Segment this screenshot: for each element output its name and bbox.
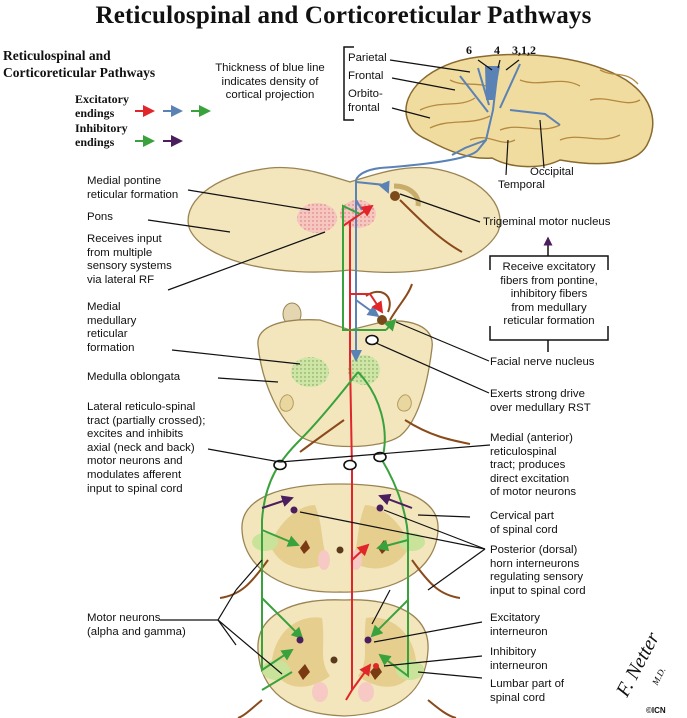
lumbar-line1: Lumbar part of — [490, 678, 565, 690]
trigeminal-label: Trigeminal motor nucleus — [483, 216, 611, 228]
legend-excitatory-line1: Excitatory — [75, 92, 129, 106]
cervical-label: Cervical part of spinal cord — [490, 510, 558, 537]
receive-excitatory-line2: fibers from pontine, — [500, 274, 598, 287]
excitatory-interneuron-line2: interneuron — [490, 625, 548, 638]
area-4-label: 4 — [494, 43, 500, 57]
occipital-label: Occipital — [530, 166, 574, 178]
cervical-line1: Cervical part — [490, 510, 554, 522]
lateral-rst-line4: axial (neck and back) — [87, 441, 195, 454]
excitatory-interneuron-line1: Excitatory — [490, 612, 541, 624]
orbitofrontal-label: Orbito- frontal — [348, 88, 383, 115]
lateral-rst-line1: Lateral reticulo-spinal — [87, 401, 196, 413]
interneurons — [290, 504, 384, 669]
area-312-label: 3,1,2 — [512, 43, 536, 57]
medial-rst-line4: direct excitation — [490, 472, 570, 485]
lateral-rst-label: Lateral reticulo-spinal tract (partially… — [87, 401, 205, 496]
lateral-rst-line6: modulates afferent — [87, 468, 182, 481]
frontal-label: Frontal — [348, 70, 384, 82]
legend-inhibitory-label: Inhibitory endings — [75, 121, 128, 149]
label-leader-lines — [147, 189, 491, 679]
subtitle-line-2: Corticoreticular Pathways — [3, 65, 156, 80]
pons-section — [187, 166, 501, 273]
exerts-label: Exerts strong drive over medullary RST — [490, 388, 591, 415]
cervical-line2: of spinal cord — [490, 523, 558, 536]
parietal-label: Parietal — [348, 52, 387, 64]
receives-input-line2: from multiple — [87, 246, 153, 259]
lateral-rst-line7: input to spinal cord — [87, 482, 183, 495]
thickness-note-line2: indicates density of — [221, 75, 319, 88]
medulla-label: Medulla oblongata — [87, 371, 181, 383]
receive-excitatory-line4: from medullary — [511, 301, 587, 314]
inhibitory-interneuron-line2: interneuron — [490, 659, 548, 672]
receive-excitatory-line5: reticular formation — [503, 315, 595, 328]
posterior-horn-line1: Posterior (dorsal) — [490, 544, 578, 556]
medial-rst-line2: reticulospinal — [490, 445, 557, 458]
lateral-rst-line2: tract (partially crossed); — [87, 414, 206, 427]
receives-input-line4: via lateral RF — [87, 273, 155, 286]
temporal-label: Temporal — [498, 179, 545, 191]
thickness-note-line3: cortical projection — [225, 89, 315, 102]
lumbar-line2: spinal cord — [490, 691, 546, 704]
receive-excitatory-line3: inhibitory fibers — [510, 288, 588, 301]
receive-excitatory-label: Receive excitatory fibers from pontine, … — [488, 261, 610, 329]
medial-medullary-line3: reticular — [87, 328, 128, 341]
exerts-line2: over medullary RST — [490, 401, 591, 414]
medial-rst-label: Medial (anterior) reticulospinal tract; … — [490, 432, 576, 500]
receives-input-label: Receives input from multiple sensory sys… — [87, 233, 172, 287]
medial-pontine-line2: reticular formation — [87, 188, 179, 201]
medial-pontine-label: Medial pontine reticular formation — [87, 175, 178, 202]
legend-inhibitory-line2: endings — [75, 135, 115, 149]
area-6-label: 6 — [466, 43, 472, 57]
diagram-subtitle: Reticulospinal and Corticoreticular Path… — [3, 47, 155, 81]
thickness-note-line1: Thickness of blue line — [215, 62, 325, 74]
inhibitory-interneuron-label: Inhibitory interneuron — [490, 646, 548, 673]
medial-rst-line1: Medial (anterior) — [490, 432, 573, 444]
exerts-line1: Exerts strong drive — [490, 388, 585, 400]
cervical-cord-section — [219, 483, 461, 599]
lobe-bracket — [343, 46, 354, 121]
facial-label: Facial nerve nucleus — [490, 356, 595, 368]
medulla-section — [257, 283, 471, 453]
cerebral-hemisphere — [355, 53, 654, 181]
medial-medullary-line1: Medial — [87, 301, 121, 313]
medial-pontine-line1: Medial pontine — [87, 175, 162, 187]
receives-input-line3: sensory systems — [87, 260, 172, 273]
receive-excitatory-line1: Receive excitatory — [502, 261, 596, 273]
receive-bracket — [489, 236, 609, 352]
medial-medullary-line2: medullary — [87, 314, 137, 327]
orbitofrontal-line2: frontal — [348, 101, 380, 114]
cortex-leader-lines — [389, 59, 545, 176]
thickness-note: Thickness of blue line indicates density… — [202, 62, 338, 103]
receives-input-line1: Receives input — [87, 233, 162, 245]
motor-neurons-line2: (alpha and gamma) — [87, 625, 186, 638]
legend-inhibitory-line1: Inhibitory — [75, 121, 128, 135]
page-title: Reticulospinal and Corticoreticular Path… — [95, 2, 592, 29]
lateral-rst-line5: motor neurons and — [87, 455, 183, 468]
inhibitory-interneuron-line1: Inhibitory — [490, 646, 537, 658]
posterior-horn-line4: input to spinal cord — [490, 584, 586, 597]
motor-neurons-line1: Motor neurons — [87, 612, 161, 624]
posterior-horn-label: Posterior (dorsal) horn interneurons reg… — [490, 544, 586, 598]
legend-arrows — [135, 105, 211, 147]
legend-excitatory-line2: endings — [75, 106, 115, 120]
medial-rst-line3: tract; produces — [490, 459, 566, 472]
excitatory-interneuron-label: Excitatory interneuron — [490, 612, 548, 639]
medial-medullary-label: Medial medullary reticular formation — [87, 301, 136, 355]
medial-rst-line5: of motor neurons — [490, 486, 577, 499]
legend-excitatory-label: Excitatory endings — [75, 92, 129, 120]
pons-label: Pons — [87, 211, 113, 223]
tract-markers — [273, 334, 387, 471]
posterior-horn-line2: horn interneurons — [490, 557, 580, 570]
posterior-horn-line3: regulating sensory — [490, 571, 584, 584]
lumbar-label: Lumbar part of spinal cord — [490, 678, 564, 705]
medial-medullary-line4: formation — [87, 341, 135, 354]
orbitofrontal-line1: Orbito- — [348, 88, 383, 100]
subtitle-line-1: Reticulospinal and — [3, 48, 111, 63]
motor-neurons-label: Motor neurons (alpha and gamma) — [87, 612, 186, 639]
copyright-mark: ©ICN — [646, 706, 666, 715]
lateral-rst-line3: excites and inhibits — [87, 428, 184, 441]
